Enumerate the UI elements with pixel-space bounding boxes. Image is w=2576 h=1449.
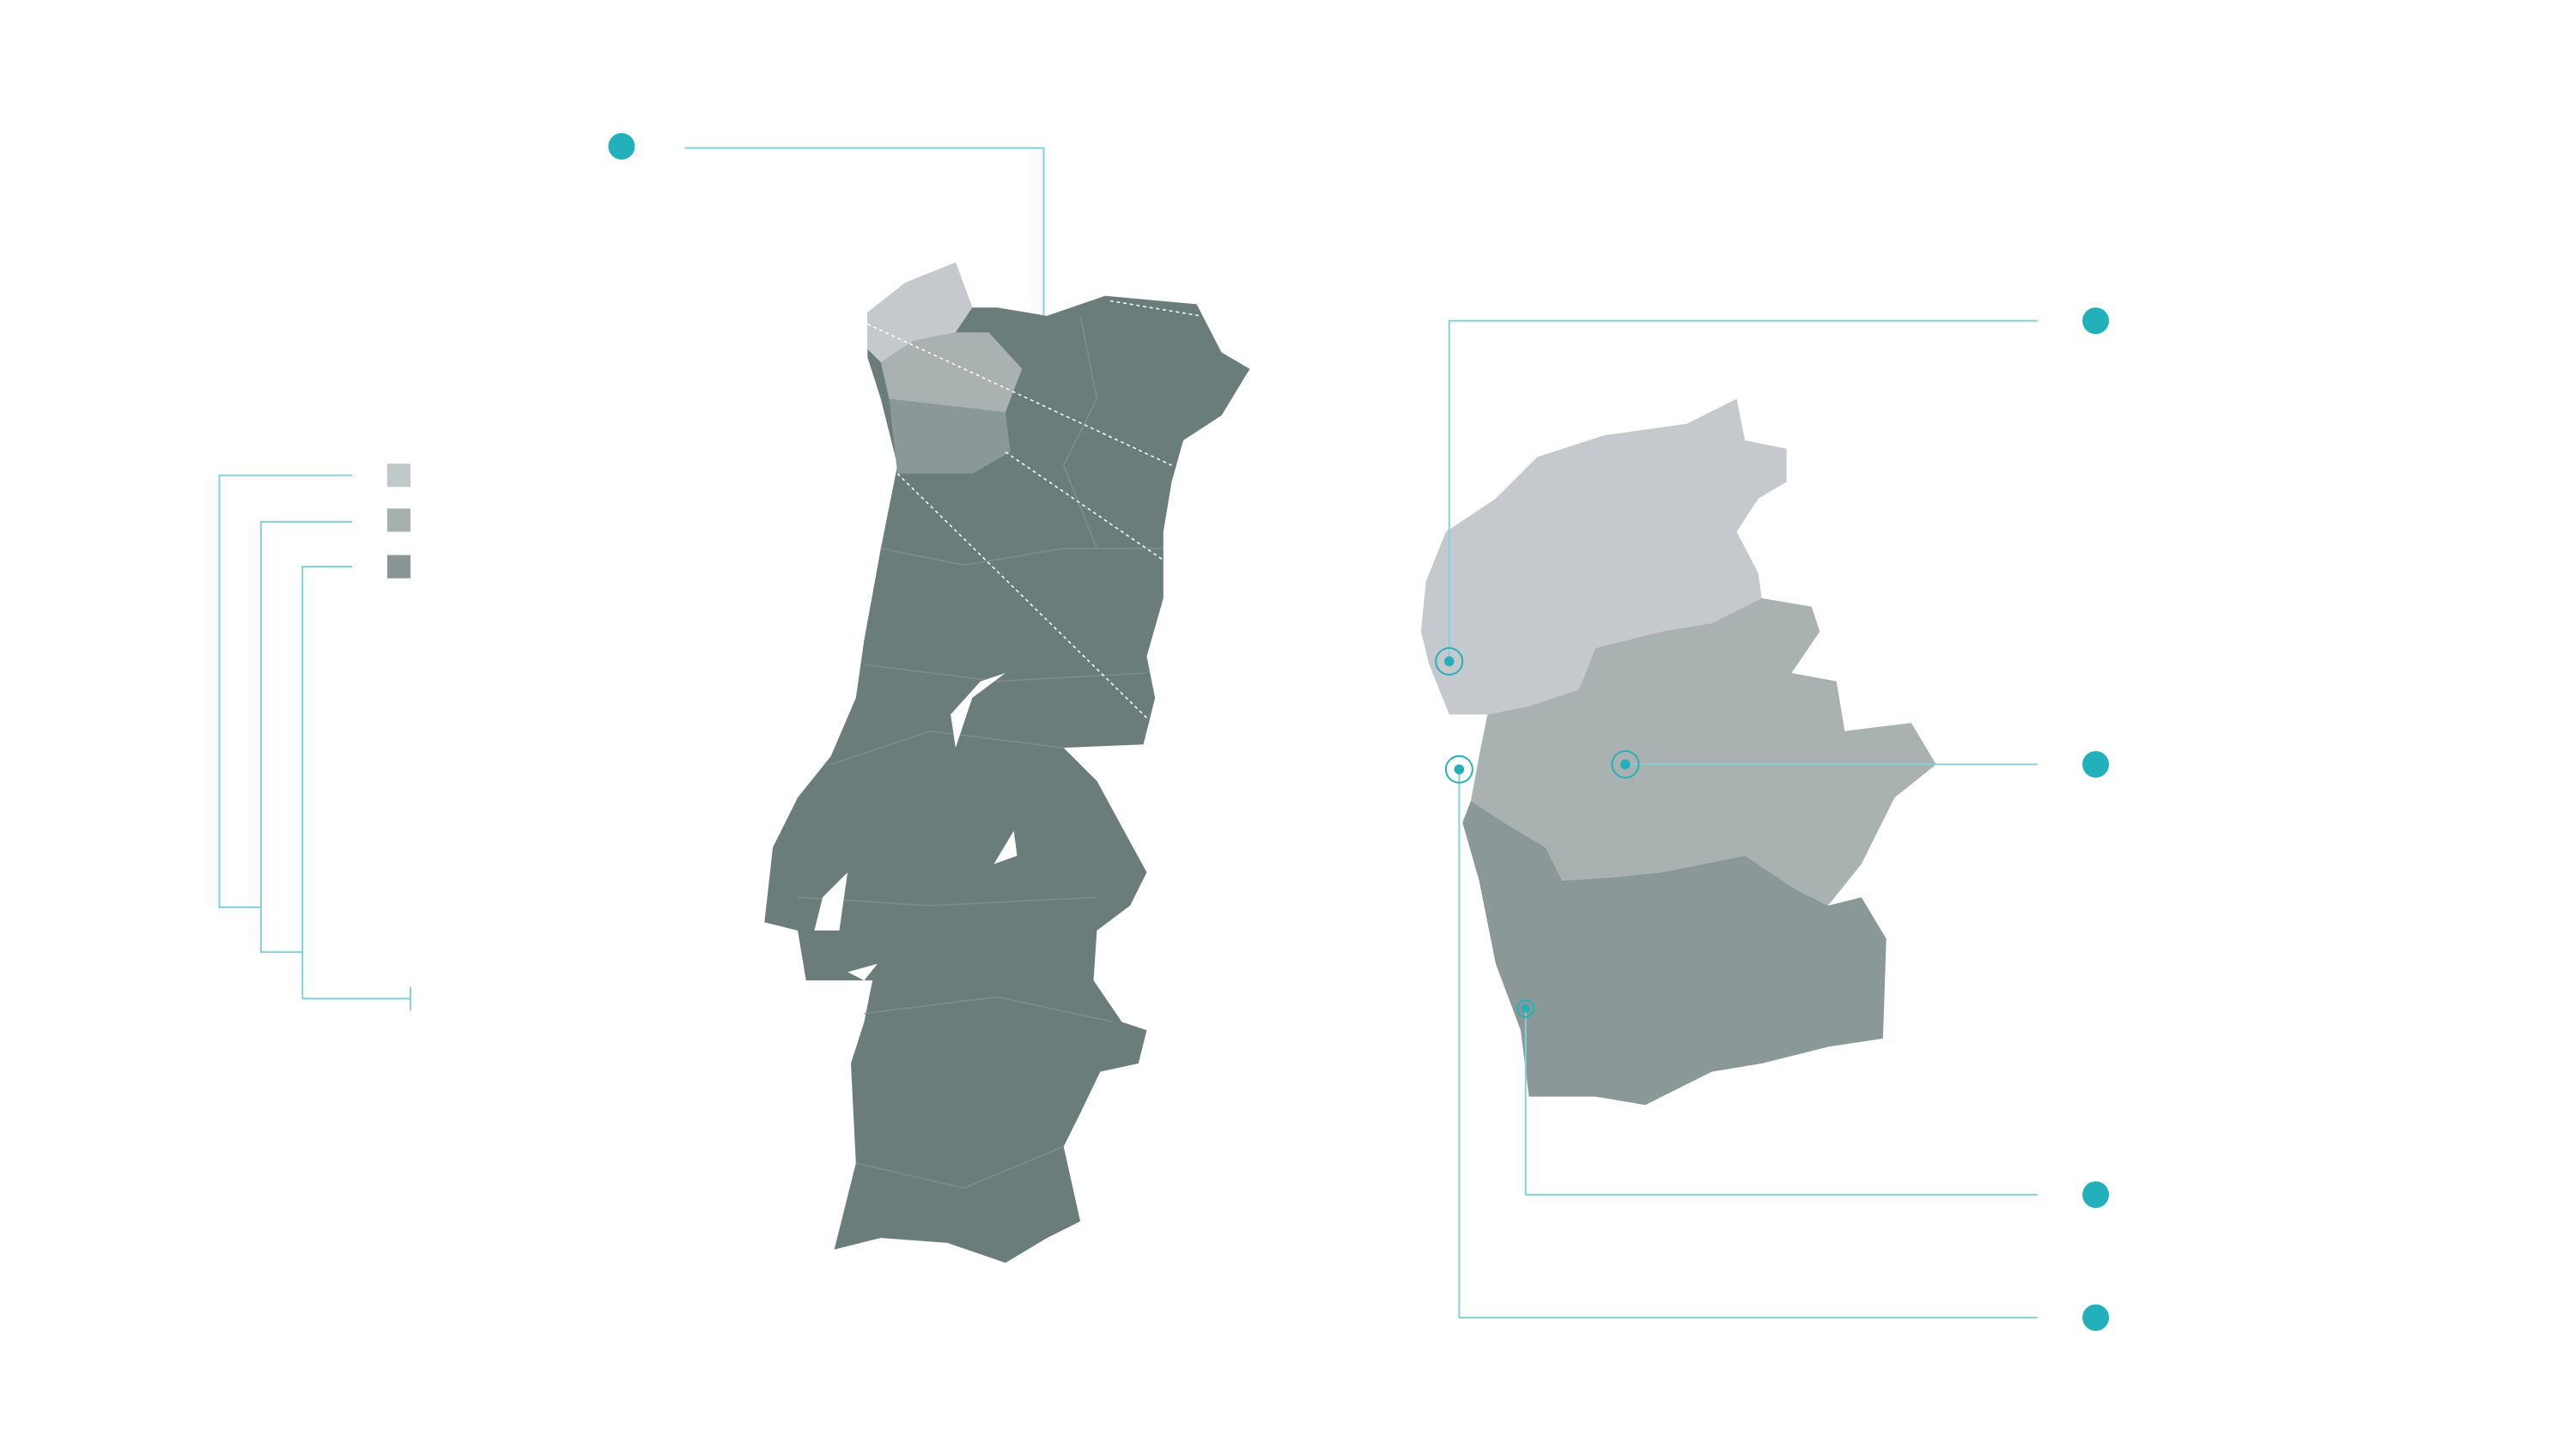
pin-dot-4-icon	[1521, 1004, 1530, 1013]
northern-region-detail-map	[1420, 398, 1936, 1106]
legend-swatch-dark	[386, 555, 411, 579]
marker-dot-4-icon[interactable]	[2082, 1304, 2110, 1331]
pin-ring-1[interactable]	[1435, 647, 1464, 676]
marker-dot-3-icon[interactable]	[2082, 1181, 2110, 1209]
marker-dot-top-icon[interactable]	[608, 132, 635, 160]
pin-dot-1-icon	[1443, 656, 1455, 667]
bracket-line-3	[301, 566, 411, 1000]
pin-dot-3-icon	[1454, 764, 1465, 775]
internal-borders	[797, 315, 1163, 1189]
detail-leader-lines	[1448, 319, 2038, 1319]
pin-ring-3[interactable]	[1444, 755, 1473, 784]
legend-swatch-mid	[386, 508, 411, 532]
pin-ring-2[interactable]	[1611, 750, 1640, 779]
pin-dot-2-icon	[1620, 759, 1631, 770]
detail-region-mid[interactable]	[1470, 597, 1936, 906]
top-leader-line	[684, 147, 1045, 316]
location-pins	[1435, 647, 1640, 1018]
region-light[interactable]	[867, 262, 973, 363]
legend-swatch-light	[386, 464, 411, 488]
detail-region-dark[interactable]	[1462, 801, 1886, 1106]
inland-water	[814, 673, 1018, 981]
marker-dot-1-icon[interactable]	[2082, 307, 2110, 335]
legend-brackets	[218, 474, 412, 1010]
pin-ring-4[interactable]	[1516, 999, 1535, 1018]
region-mid[interactable]	[880, 332, 1023, 413]
bracket-line-2	[259, 520, 353, 954]
portugal-map	[764, 262, 1250, 1264]
region-dark[interactable]	[889, 398, 1011, 474]
detail-region-light[interactable]	[1420, 398, 1787, 715]
dotted-connector-lines	[866, 300, 1200, 718]
bracket-line-1	[218, 474, 353, 908]
marker-dot-2-icon[interactable]	[2082, 750, 2110, 778]
portugal-outline[interactable]	[764, 262, 1250, 1264]
